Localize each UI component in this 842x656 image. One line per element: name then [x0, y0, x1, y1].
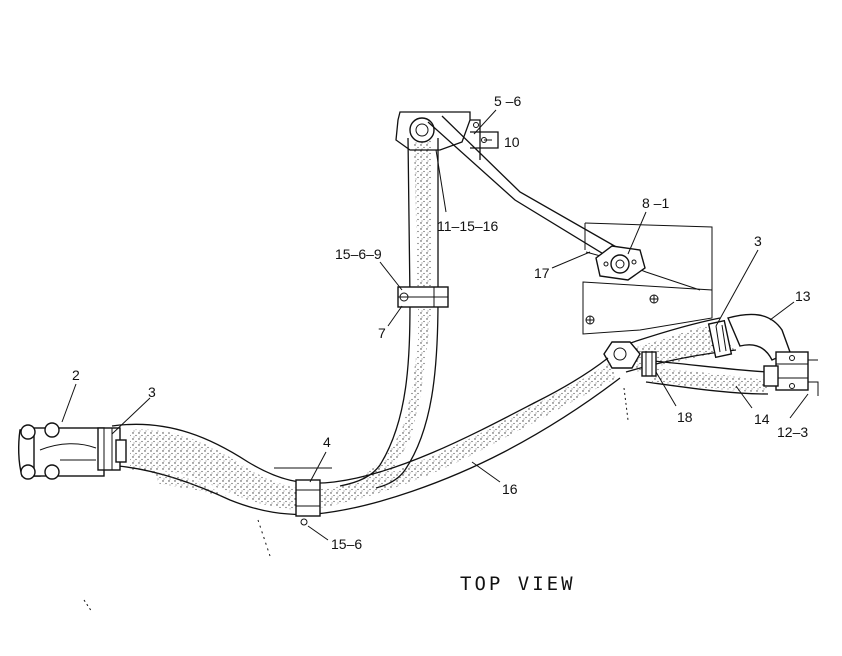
callout-13: 13 — [795, 288, 811, 304]
callout-labels: 5 –6 10 8 –1 11–15–16 17 15–6–9 7 3 13 2… — [72, 93, 811, 552]
vertical-tube-assembly — [339, 137, 449, 489]
callout-2: 2 — [72, 367, 80, 383]
callout-16: 16 — [502, 481, 518, 497]
callout-12-3: 12–3 — [777, 424, 808, 440]
callout-11-15-16: 11–15–16 — [437, 218, 498, 234]
callout-15-6-9: 15–6–9 — [335, 246, 382, 262]
callout-14: 14 — [754, 411, 770, 427]
callout-8-1: 8 –1 — [642, 195, 669, 211]
callout-3-right: 3 — [754, 233, 762, 249]
callout-4: 4 — [323, 434, 331, 450]
callout-18: 18 — [677, 409, 693, 425]
callout-5-6: 5 –6 — [494, 93, 521, 109]
top-bracket — [395, 111, 499, 160]
link-rod-17 — [427, 115, 646, 281]
callout-10: 10 — [504, 134, 520, 150]
callout-15-6: 15–6 — [331, 536, 362, 552]
callout-7: 7 — [378, 325, 386, 341]
view-caption: TOP VIEW — [460, 573, 576, 595]
callout-3-left: 3 — [148, 384, 156, 400]
main-pipe-16 — [111, 357, 621, 526]
leader-lines — [61, 109, 809, 541]
callout-17: 17 — [534, 265, 550, 281]
construction-lines — [83, 387, 629, 613]
left-fitting-assembly — [17, 422, 230, 498]
right-hose-assembly — [603, 313, 819, 396]
